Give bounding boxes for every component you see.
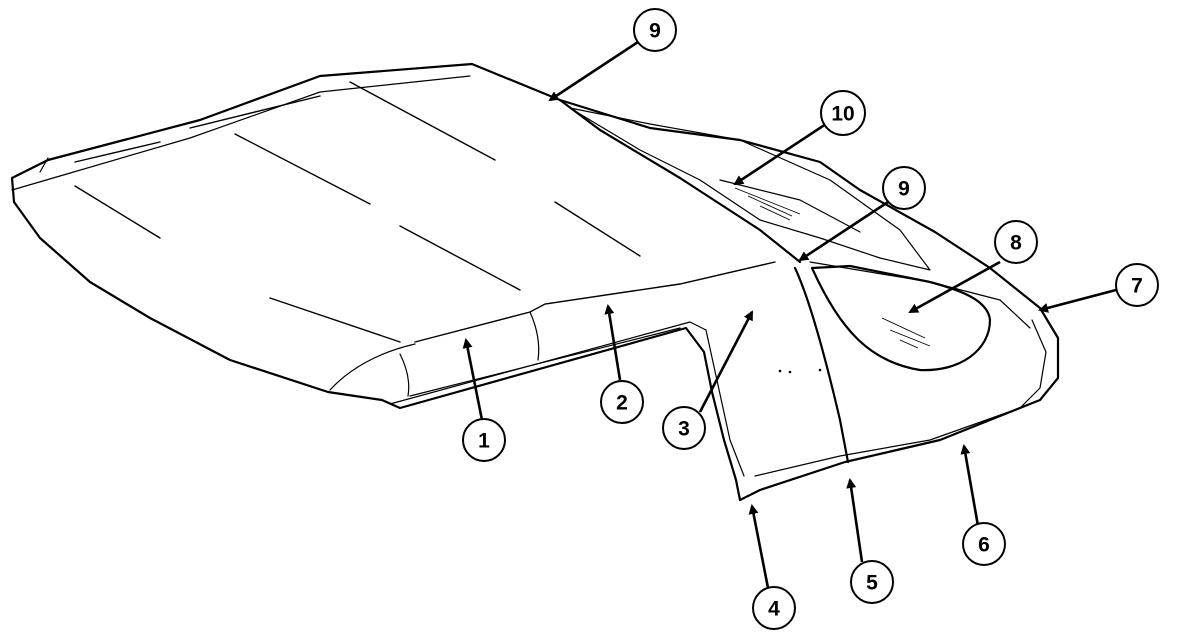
panel-seam-5 xyxy=(269,297,401,343)
callout-6-circle xyxy=(962,522,1006,566)
rear-window-surround xyxy=(809,261,1031,329)
header-dash-2 xyxy=(189,95,321,129)
leader-lines xyxy=(462,40,1117,589)
leader-4 xyxy=(748,504,770,589)
callout-1-circle xyxy=(462,418,506,462)
callout-2-circle xyxy=(600,380,644,424)
rear-bow-curve xyxy=(329,343,416,391)
rear-bow-curve-2 xyxy=(529,311,540,361)
callout-5: 5 xyxy=(850,560,894,604)
panel-seam-2 xyxy=(234,133,371,205)
leader-9b xyxy=(798,200,889,262)
panel-seam-3 xyxy=(349,81,496,161)
callout-4: 4 xyxy=(752,586,796,630)
panel-seam-1 xyxy=(74,185,161,239)
callout-2-label: 2 xyxy=(616,392,628,415)
callout-9b-label: 9 xyxy=(898,178,910,201)
callout-8-circle xyxy=(994,220,1038,264)
callout-3-circle xyxy=(662,406,706,450)
leader-1 xyxy=(462,338,484,421)
panel-seam-6 xyxy=(554,201,641,257)
callout-10: 10 xyxy=(820,90,866,136)
callout-3: 3 xyxy=(662,406,706,450)
side-window-glare-1 xyxy=(734,187,801,215)
callout-6: 6 xyxy=(962,522,1006,566)
leader-2 xyxy=(604,304,622,381)
leader-3 xyxy=(698,310,754,413)
callout-7: 7 xyxy=(1115,263,1159,307)
side-window-glare-3 xyxy=(759,205,791,221)
callout-1: 1 xyxy=(462,418,506,462)
front-header-edge xyxy=(11,75,471,191)
detail-dot-1 xyxy=(778,369,782,373)
quarter-panel-inner-edge xyxy=(754,319,1047,477)
rear-window-glare-1 xyxy=(881,317,926,339)
leader-9a xyxy=(548,40,639,102)
lower-edge-line xyxy=(389,321,745,477)
side-window-outline xyxy=(569,107,931,271)
leader-10 xyxy=(733,122,827,186)
convertible-top-drawing xyxy=(10,62,1060,502)
detail-dot-3 xyxy=(818,368,822,372)
panel-seam-4 xyxy=(399,225,521,291)
callout-7-circle xyxy=(1115,263,1159,307)
side-window-inner xyxy=(719,179,861,233)
rear-window-frame xyxy=(810,264,992,372)
callout-10-circle xyxy=(820,90,866,136)
leader-8 xyxy=(908,260,1001,314)
callout-2: 2 xyxy=(600,380,644,424)
callout-9b-circle xyxy=(882,166,926,210)
callout-10-label: 10 xyxy=(831,103,854,126)
front-header-inner xyxy=(39,157,49,173)
callout-9a-label: 9 xyxy=(649,20,661,43)
quarter-panel-edge xyxy=(793,266,850,464)
callout-8: 8 xyxy=(994,220,1038,264)
callout-1-label: 1 xyxy=(478,430,490,453)
rear-window-glare-2 xyxy=(889,329,931,347)
rear-bow-seam xyxy=(414,261,776,343)
callout-6-label: 6 xyxy=(978,534,990,557)
rear-bow-curve-3 xyxy=(399,353,410,397)
callout-4-label: 4 xyxy=(768,598,780,621)
callout-5-circle xyxy=(850,560,894,604)
roof-side-division xyxy=(558,98,802,264)
rear-window-glare-3 xyxy=(899,339,919,349)
side-window-glare-2 xyxy=(747,195,793,217)
header-dash-1 xyxy=(74,141,161,163)
lower-edge-line-inner xyxy=(409,327,681,397)
callout-9b: 9 xyxy=(882,166,926,210)
leader-6 xyxy=(960,444,980,527)
callouts: 1 2 3 4 5 6 7 8 xyxy=(462,8,1159,630)
roof-panel-outline xyxy=(10,62,1060,502)
callout-3-label: 3 xyxy=(678,418,690,441)
callout-9a: 9 xyxy=(633,8,677,52)
detail-dot-2 xyxy=(788,370,792,374)
callout-5-label: 5 xyxy=(866,572,878,595)
leader-5 xyxy=(846,478,864,563)
callout-4-circle xyxy=(752,586,796,630)
callout-9a-circle xyxy=(633,8,677,52)
callout-7-label: 7 xyxy=(1131,275,1143,298)
leader-7 xyxy=(1038,288,1117,313)
callout-8-label: 8 xyxy=(1010,232,1022,255)
